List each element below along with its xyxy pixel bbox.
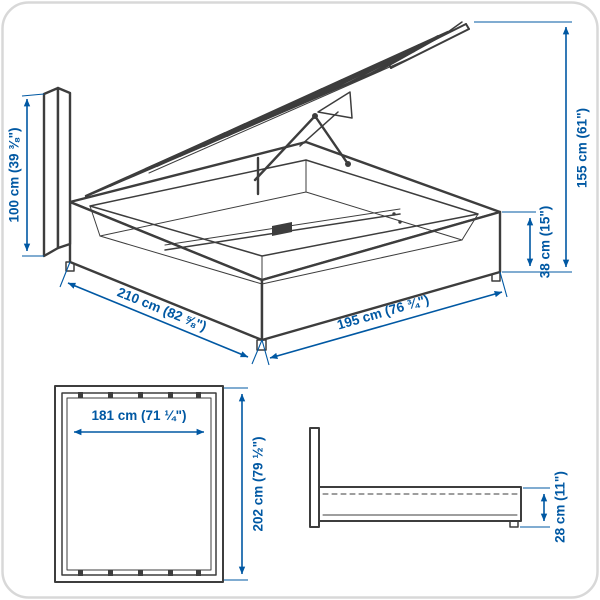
- dimension-line: [269, 290, 503, 360]
- lift-arm: [253, 114, 317, 182]
- storage-box: [65, 140, 502, 351]
- handle-bar: [379, 21, 470, 71]
- dim-open-height: 155 cm (61"): [474, 21, 590, 273]
- storage-interior: [89, 159, 479, 285]
- dim-base-height: 28 cm (11"): [520, 471, 568, 543]
- base-profile: [318, 486, 522, 522]
- screw-hole: [398, 220, 402, 224]
- frame-inner: [66, 397, 212, 571]
- slatted-base: [84, 21, 470, 198]
- dimension-label: 181 cm (71 ¼"): [92, 408, 187, 423]
- dimension-label: 100 cm (39 ⅜"): [7, 128, 22, 223]
- gas-strut: [299, 111, 339, 147]
- center-rail: [144, 49, 416, 171]
- center-beam-mount: [272, 222, 292, 236]
- dimension-label: 38 cm (15"): [538, 206, 553, 278]
- dim-side-rail-height: 38 cm (15"): [502, 206, 553, 278]
- perspective-view: 100 cm (39 ⅜") 210 cm (82 ⅝") 195 cm (76…: [7, 21, 590, 366]
- pivot-joint: [312, 113, 318, 119]
- dim-inner-length: 202 cm (79 ½"): [224, 387, 266, 581]
- dimension-label: 28 cm (11"): [553, 471, 568, 543]
- screw-hole: [392, 212, 396, 216]
- side-leg-right: [509, 520, 519, 528]
- headboard-front-face: [42, 86, 60, 258]
- dim-inner-width: 181 cm (71 ¼"): [73, 408, 205, 436]
- lift-bracket: [317, 91, 353, 119]
- dimension-label: 155 cm (61"): [575, 108, 590, 188]
- headboard: [42, 86, 72, 258]
- dimension-label: 202 cm (79 ½"): [251, 437, 266, 532]
- lift-arm: [313, 114, 350, 166]
- dim-headboard-height: 100 cm (39 ⅜"): [7, 93, 45, 257]
- slat-holder-marks: [78, 392, 201, 576]
- lift-mechanism: [253, 91, 353, 196]
- headboard-profile: [309, 427, 320, 528]
- side-view: 28 cm (11"): [309, 427, 568, 543]
- top-view: 181 cm (71 ¼") 202 cm (79 ½"): [54, 385, 266, 583]
- frame-outer: [54, 385, 224, 583]
- pivot-joint: [345, 161, 351, 167]
- dimension-line: [67, 282, 249, 358]
- headboard-side-face: [56, 86, 72, 250]
